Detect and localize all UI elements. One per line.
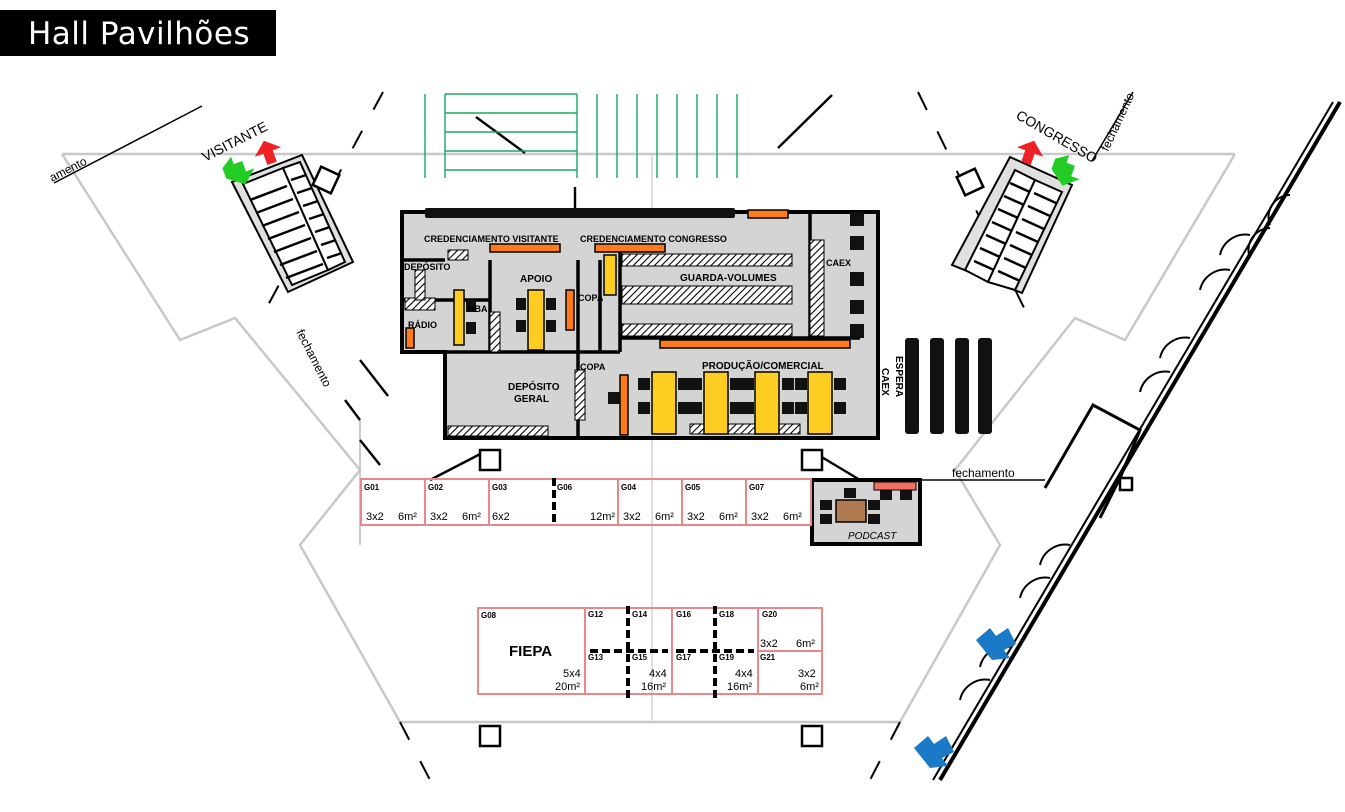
svg-text:G07: G07 xyxy=(749,483,765,492)
right-wall xyxy=(932,100,1342,782)
svg-text:3x2: 3x2 xyxy=(623,511,641,523)
svg-text:6m²: 6m² xyxy=(800,681,819,693)
svg-text:G18: G18 xyxy=(719,610,735,619)
svg-text:12m²: 12m² xyxy=(590,511,615,523)
page-title: Hall Pavilhões xyxy=(28,16,251,52)
label-deposito-geral-1: DEPÓSITO xyxy=(508,380,560,393)
svg-text:G14: G14 xyxy=(632,610,648,619)
svg-text:FIEPA: FIEPA xyxy=(509,643,552,660)
booth-cross-dividers xyxy=(590,606,754,698)
booth-g06: G06 12m² xyxy=(557,483,615,523)
diagonal-lines xyxy=(53,91,1134,482)
arrow-congresso-down-icon xyxy=(1051,155,1080,186)
svg-text:G01: G01 xyxy=(364,483,380,492)
booth-g04: G04 3x2 6m² xyxy=(621,483,674,523)
booth-row-1 xyxy=(360,478,812,526)
label-hba: HBA xyxy=(468,304,488,314)
waiting-seats xyxy=(905,338,992,434)
svg-text:3x2: 3x2 xyxy=(760,638,778,650)
svg-text:G02: G02 xyxy=(428,483,444,492)
central-building xyxy=(400,208,880,440)
queue-lines xyxy=(424,93,738,178)
title-bar: Hall Pavilhões xyxy=(0,10,276,56)
label-fechamento-left: fechamento xyxy=(293,327,334,390)
escalator-right xyxy=(950,155,1074,295)
svg-text:G08: G08 xyxy=(481,611,497,620)
svg-text:6m²: 6m² xyxy=(398,511,417,523)
booth-g03: G03 6x2 xyxy=(492,483,510,523)
svg-text:20m²: 20m² xyxy=(555,681,580,693)
svg-text:G16: G16 xyxy=(676,610,692,619)
svg-text:16m²: 16m² xyxy=(727,681,752,693)
label-apoio: APOIO xyxy=(520,274,552,285)
booth-row-2 xyxy=(477,607,823,695)
svg-text:G20: G20 xyxy=(762,610,778,619)
escalator-left xyxy=(230,153,355,294)
label-caex: CAEX xyxy=(826,258,851,268)
dashed-walls xyxy=(259,91,1031,781)
arrow-congresso-up-icon xyxy=(1016,140,1044,165)
svg-text:G21: G21 xyxy=(760,653,776,662)
label-fechamento-cut: amento xyxy=(47,154,89,185)
label-producao: PRODUÇÃO/COMERCIAL xyxy=(702,359,824,372)
label-deposito: DEPÓSITO xyxy=(404,261,450,272)
svg-text:G12: G12 xyxy=(588,610,604,619)
podcast-room xyxy=(810,478,922,546)
columns xyxy=(311,165,1134,748)
svg-text:4x4: 4x4 xyxy=(735,668,753,680)
svg-text:6x2: 6x2 xyxy=(492,511,510,523)
svg-text:3x2: 3x2 xyxy=(751,511,769,523)
label-visitante: VISITANTE xyxy=(199,118,270,165)
booth-g20: G20 3x2 6m² xyxy=(760,610,815,650)
label-deposito-geral-2: GERAL xyxy=(514,394,549,405)
label-espera-caex: CAEX xyxy=(879,368,890,396)
svg-text:6m²: 6m² xyxy=(462,511,481,523)
svg-text:4x4: 4x4 xyxy=(649,668,667,680)
booth-block-g12-g15: G12 G14 G13 G15 4x4 16m² xyxy=(588,610,667,693)
label-fechamento-right: fechamento xyxy=(952,466,1015,480)
svg-text:G03: G03 xyxy=(492,483,508,492)
svg-text:6m²: 6m² xyxy=(655,511,674,523)
label-podcast: PODCAST xyxy=(848,531,897,542)
svg-text:G13: G13 xyxy=(588,653,604,662)
blue-arrow-icon xyxy=(914,628,1016,768)
svg-text:3x2: 3x2 xyxy=(430,511,448,523)
label-cred-visitante: CREDENCIAMENTO VISITANTE xyxy=(424,234,559,244)
arrow-visitante-up-icon xyxy=(254,140,282,165)
booth-g07: G07 3x2 6m² xyxy=(749,483,802,523)
svg-text:6m²: 6m² xyxy=(796,638,815,650)
desks xyxy=(453,254,833,435)
label-copa-2: COPA xyxy=(580,362,606,372)
arrow-visitante-down-icon xyxy=(222,156,255,185)
booth-g01: G01 3x2 6m² xyxy=(364,483,417,523)
svg-text:3x2: 3x2 xyxy=(687,511,705,523)
svg-text:3x2: 3x2 xyxy=(798,668,816,680)
svg-text:G05: G05 xyxy=(685,483,701,492)
label-radio: RÁDIO xyxy=(408,320,437,330)
booth-g21: G21 3x2 6m² xyxy=(760,653,819,693)
booth-g05: G05 3x2 6m² xyxy=(685,483,738,523)
svg-text:G17: G17 xyxy=(676,653,692,662)
svg-text:G19: G19 xyxy=(719,653,735,662)
svg-text:5x4: 5x4 xyxy=(563,668,581,680)
svg-text:G06: G06 xyxy=(557,483,573,492)
booth-block-g16-g19: G16 G18 G17 G19 4x4 16m² xyxy=(676,610,753,693)
label-fechamento-top-right: fechamento xyxy=(1098,90,1137,153)
label-espera: ESPERA xyxy=(893,356,904,397)
label-guarda-volumes: GUARDA-VOLUMES xyxy=(680,273,777,284)
svg-text:G15: G15 xyxy=(632,653,648,662)
label-copa-1: COPA xyxy=(578,293,604,303)
svg-text:G04: G04 xyxy=(621,483,637,492)
svg-text:16m²: 16m² xyxy=(641,681,666,693)
svg-text:3x2: 3x2 xyxy=(366,511,384,523)
chairs xyxy=(466,298,846,414)
label-cred-congresso: CREDENCIAMENTO CONGRESSO xyxy=(580,234,727,244)
svg-text:6m²: 6m² xyxy=(783,511,802,523)
svg-text:6m²: 6m² xyxy=(719,511,738,523)
booth-g02: G02 3x2 6m² xyxy=(428,483,481,523)
booth-fiepa: G08 FIEPA 5x4 20m² xyxy=(481,611,581,693)
